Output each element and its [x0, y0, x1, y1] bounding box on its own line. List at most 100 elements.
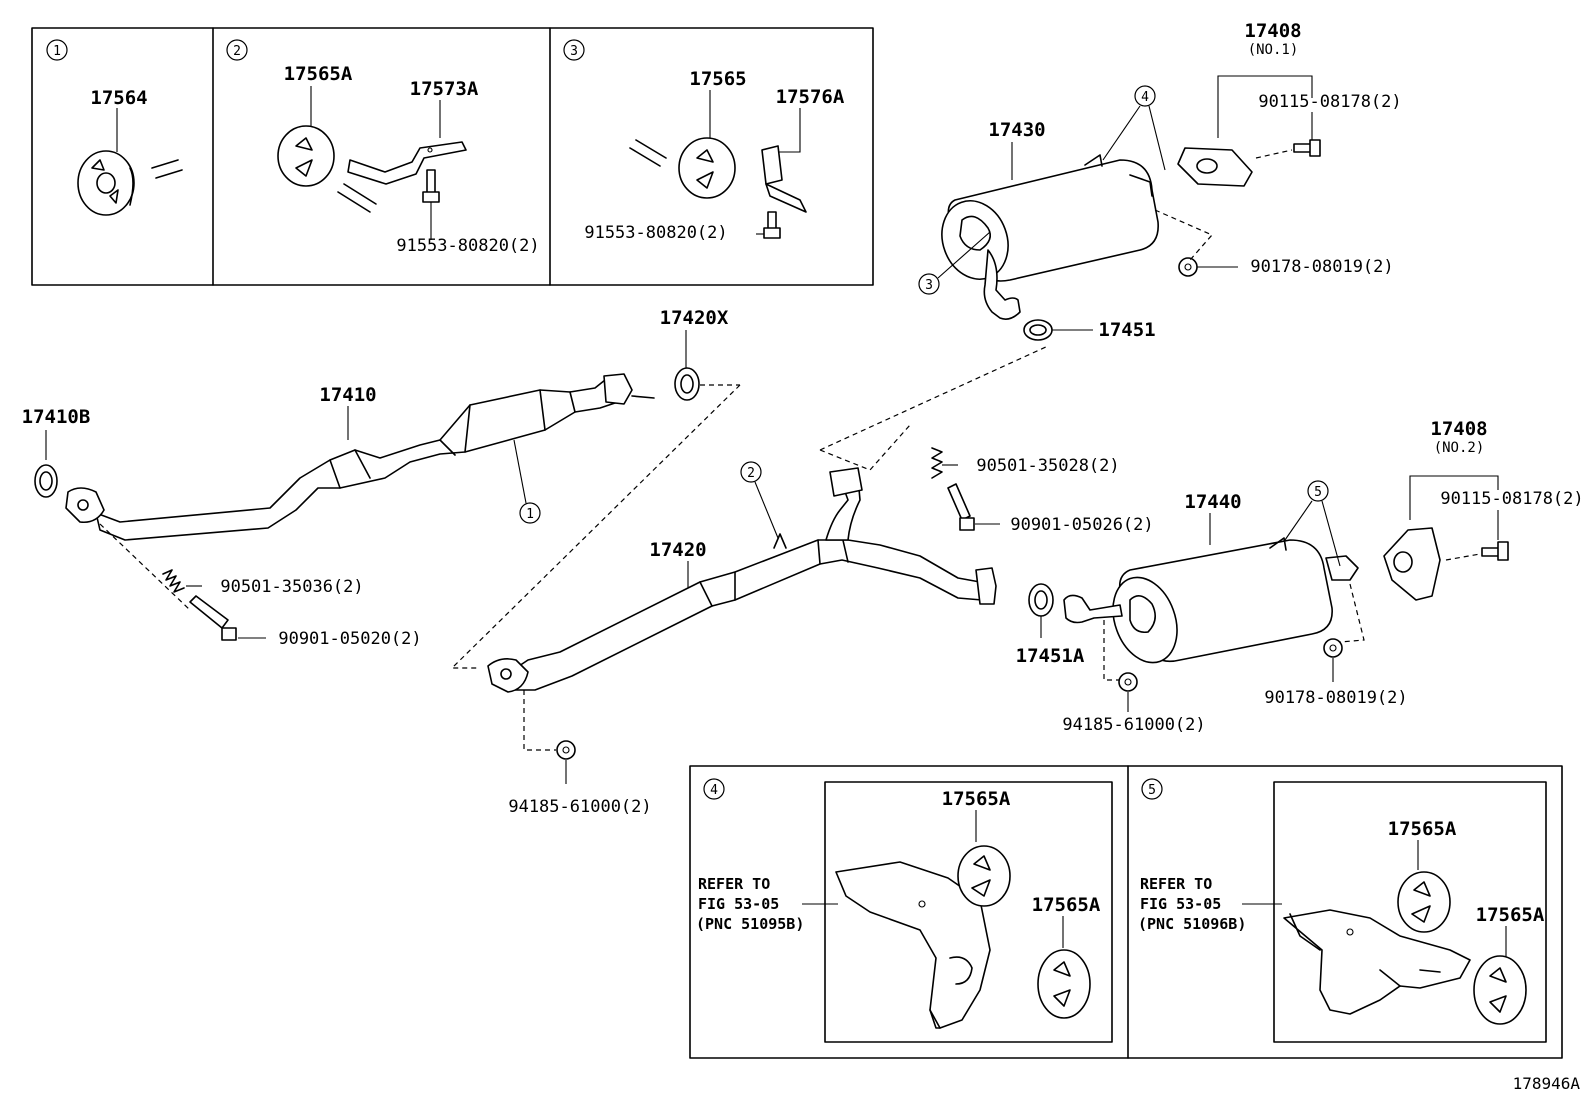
detail-4-inner-frame — [824, 781, 1113, 1043]
spring-part-number: 90501-35028(2) — [976, 456, 1119, 476]
bolt-part-number: 91553-80820(2) — [396, 236, 539, 256]
bolt-part-number: 90115-08178(2) — [1440, 489, 1583, 509]
part-number-17410B: 17410B — [22, 406, 91, 428]
bolt-part-number: 90901-05020(2) — [278, 629, 421, 649]
gasket-ring-icon — [1028, 583, 1054, 617]
gasket-ring-icon — [34, 464, 58, 498]
gasket-ring-icon — [674, 367, 700, 401]
spring-icon — [931, 447, 943, 479]
callout-number: 4 — [710, 783, 718, 798]
muffler-17440-assembly: 17440 5 17451A 94185-61000(2) — [1016, 418, 1584, 735]
inset-1: 1 17564 — [46, 39, 183, 216]
inset-frame — [31, 27, 874, 286]
muffler-17440-icon — [1063, 537, 1359, 664]
nut-icon — [1118, 672, 1138, 692]
rubber-hanger-icon — [1397, 871, 1451, 933]
callout-circle — [46, 39, 68, 61]
nut-icon — [1178, 257, 1198, 277]
rubber-hanger-icon — [1037, 949, 1091, 1019]
callout-number: 2 — [233, 44, 241, 59]
part-number-17410: 17410 — [319, 384, 376, 406]
part-number-17451A: 17451A — [1016, 645, 1085, 667]
bolt-part-number: 90901-05026(2) — [1010, 515, 1153, 535]
rubber-hanger-icon — [678, 137, 736, 199]
nut-part-number: 90178-08019(2) — [1250, 257, 1393, 277]
detail-5: 5 REFER TO FIG 53-05 (PNC 51096B) 17565A… — [1138, 778, 1547, 1043]
refer-line-3: (PNC 51095B) — [696, 915, 804, 933]
callout-3-number: 3 — [925, 278, 933, 293]
part-number-17408-no2: 17408 — [1430, 418, 1487, 440]
refer-line-1: REFER TO — [1140, 875, 1212, 893]
detail-boxes: 4 REFER TO FIG 53-05 (PNC 51095B) 17565A… — [689, 765, 1563, 1059]
callout-5-number: 5 — [1314, 485, 1322, 500]
rubber-hanger-icon — [957, 845, 1011, 907]
rubber-hanger-icon — [1473, 955, 1527, 1025]
part-number-17564: 17564 — [90, 87, 147, 109]
figure-id: 178946A — [1513, 1074, 1581, 1093]
nut-part-number-left: 94185-61000(2) — [1062, 715, 1205, 735]
front-pipe-assembly: 17410B 17410 1 17420X 90 — [22, 307, 740, 649]
hanger-rod-icon — [761, 145, 807, 213]
callout-1-number: 1 — [526, 507, 534, 522]
part-number-17420X: 17420X — [660, 307, 729, 329]
rubber-hanger-icon — [277, 125, 335, 187]
part-number-17573A: 17573A — [410, 78, 479, 100]
nut-icon — [556, 740, 576, 760]
bolt-icon — [763, 211, 781, 239]
refer-line-3: (PNC 51096B) — [1138, 915, 1246, 933]
callout-number: 3 — [570, 44, 578, 59]
bolt-part-number: 90115-08178(2) — [1258, 92, 1401, 112]
crossmember-bracket-icon — [1283, 909, 1471, 1015]
part-number-17440: 17440 — [1184, 491, 1241, 513]
bracket-17408-icon — [1177, 147, 1253, 187]
hanger-label-b: 17565A — [1032, 894, 1101, 916]
rubber-hanger-icon — [77, 150, 135, 216]
callout-4-number: 4 — [1141, 90, 1149, 105]
part-number-17430: 17430 — [988, 119, 1045, 141]
detail-4: 4 REFER TO FIG 53-05 (PNC 51095B) 17565A… — [696, 778, 1113, 1043]
hanger-label-b: 17565A — [1476, 904, 1545, 926]
nut-icon — [1323, 638, 1343, 658]
crossmember-bracket-icon — [835, 861, 991, 1029]
hanger-label-a: 17565A — [1388, 818, 1457, 840]
part-number-17565A: 17565A — [284, 63, 353, 85]
part-number-17420: 17420 — [649, 539, 706, 561]
part-number-17408-no1: 17408 — [1244, 20, 1301, 42]
spring-icon — [162, 569, 185, 593]
gasket-ring-icon — [1023, 319, 1053, 341]
bolt-icon — [189, 595, 237, 641]
bracket-sub-label: (NO.1) — [1248, 42, 1299, 58]
bolt-part-number: 91553-80820(2) — [584, 223, 727, 243]
refer-line-1: REFER TO — [698, 875, 770, 893]
callout-number: 1 — [53, 44, 61, 59]
inset-box-group: 1 17564 2 17565A 17573A — [31, 27, 874, 286]
detail-frame — [689, 765, 1563, 1059]
nut-part-number: 94185-61000(2) — [508, 797, 651, 817]
bolt-icon — [422, 169, 440, 203]
bolt-icon — [1293, 139, 1321, 157]
front-pipe-icon — [65, 373, 655, 541]
bolt-icon — [947, 483, 975, 531]
part-number-17451: 17451 — [1098, 319, 1155, 341]
nut-part-number-right: 90178-08019(2) — [1264, 688, 1407, 708]
bracket-17408-icon — [1383, 527, 1441, 601]
part-number-17576A: 17576A — [776, 86, 845, 108]
spring-part-number: 90501-35036(2) — [220, 577, 363, 597]
refer-line-2: FIG 53-05 — [1140, 895, 1221, 913]
inset-2: 2 17565A 17573A 91553-80820(2) — [226, 39, 540, 256]
center-pipe-assembly: 17420 2 90501-35028(2) 90901-05026(2) — [450, 345, 1154, 817]
hanger-label-a: 17565A — [942, 788, 1011, 810]
part-number-17565: 17565 — [689, 68, 746, 90]
refer-line-2: FIG 53-05 — [698, 895, 779, 913]
center-pipe-icon — [487, 467, 997, 693]
detail-5-inner-frame — [1273, 781, 1547, 1043]
bolt-icon — [1481, 541, 1509, 561]
muffler-17430-icon — [941, 154, 1159, 320]
callout-number: 5 — [1148, 783, 1156, 798]
rear-muffler-assembly: 17430 4 3 17451 90178-08019(2) 17408 — [918, 20, 1402, 341]
inset-3: 3 17565 17576A 91553-80820(2) — [563, 39, 845, 243]
bracket-sub-label: (NO.2) — [1434, 440, 1485, 456]
hanger-bracket-icon — [347, 141, 467, 185]
callout-2-number: 2 — [747, 466, 755, 481]
